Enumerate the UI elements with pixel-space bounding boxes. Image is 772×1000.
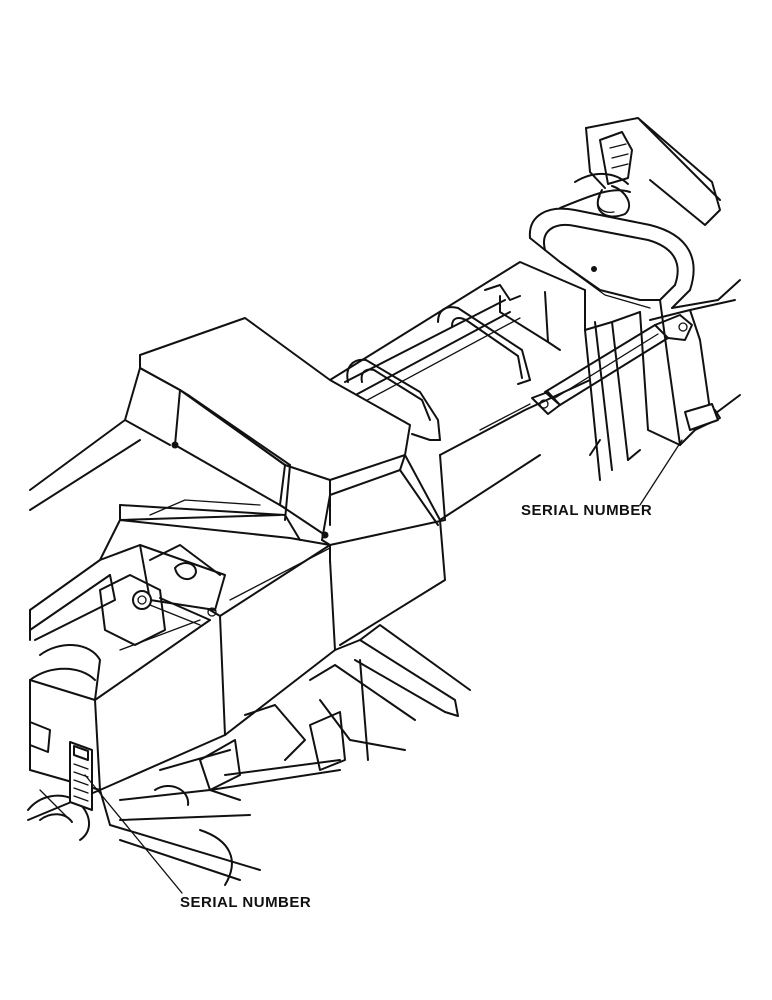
serial-number-label-right: SERIAL NUMBER bbox=[521, 502, 653, 519]
frame-posts bbox=[584, 279, 741, 481]
leader-line-bottom bbox=[84, 774, 183, 894]
beam-handles bbox=[346, 306, 531, 441]
tow-handle bbox=[528, 207, 695, 309]
body-interior bbox=[29, 499, 331, 701]
main-housing bbox=[27, 419, 446, 826]
serial-plate bbox=[29, 721, 93, 811]
hydraulic-cylinder bbox=[531, 314, 693, 415]
hitch-assembly bbox=[559, 117, 721, 226]
hood-cover bbox=[124, 317, 411, 541]
lower-chassis bbox=[27, 624, 471, 886]
leader-line-right bbox=[639, 439, 683, 506]
serial-number-label-bottom: SERIAL NUMBER bbox=[180, 894, 312, 911]
